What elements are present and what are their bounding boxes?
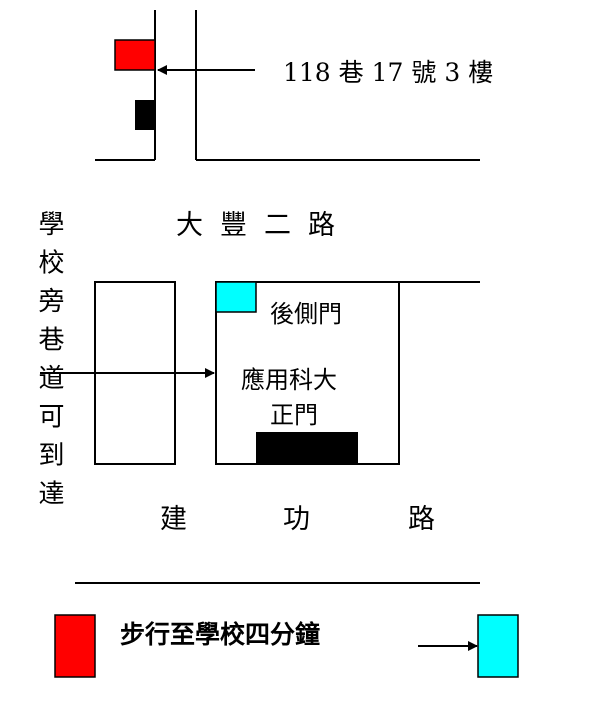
destination-building-marker <box>114 39 156 71</box>
legend-destination-swatch <box>54 614 96 678</box>
legend-back-gate-swatch <box>477 614 519 678</box>
back-gate-label: 後側門 <box>270 300 342 328</box>
legend-walk-time: 步行至學校四分鐘 <box>120 620 321 649</box>
address-label: 118 巷 17 號 3 樓 <box>283 58 494 87</box>
main-gate-label-line1: 應用科大 <box>241 366 337 394</box>
main-gate-label-line2: 正門 <box>270 401 318 429</box>
side-alley-label: 學校旁巷道可到達 <box>34 210 64 518</box>
main-gate-block <box>256 432 358 464</box>
neighbor-building-marker <box>135 100 155 130</box>
bottom-road-char-2: 功 <box>283 504 310 535</box>
bottom-road-char-3: 路 <box>408 504 435 535</box>
bottom-road-char-1: 建 <box>160 504 187 535</box>
back-gate-marker <box>215 281 257 313</box>
top-road-name: 大豐二路 <box>176 210 352 241</box>
